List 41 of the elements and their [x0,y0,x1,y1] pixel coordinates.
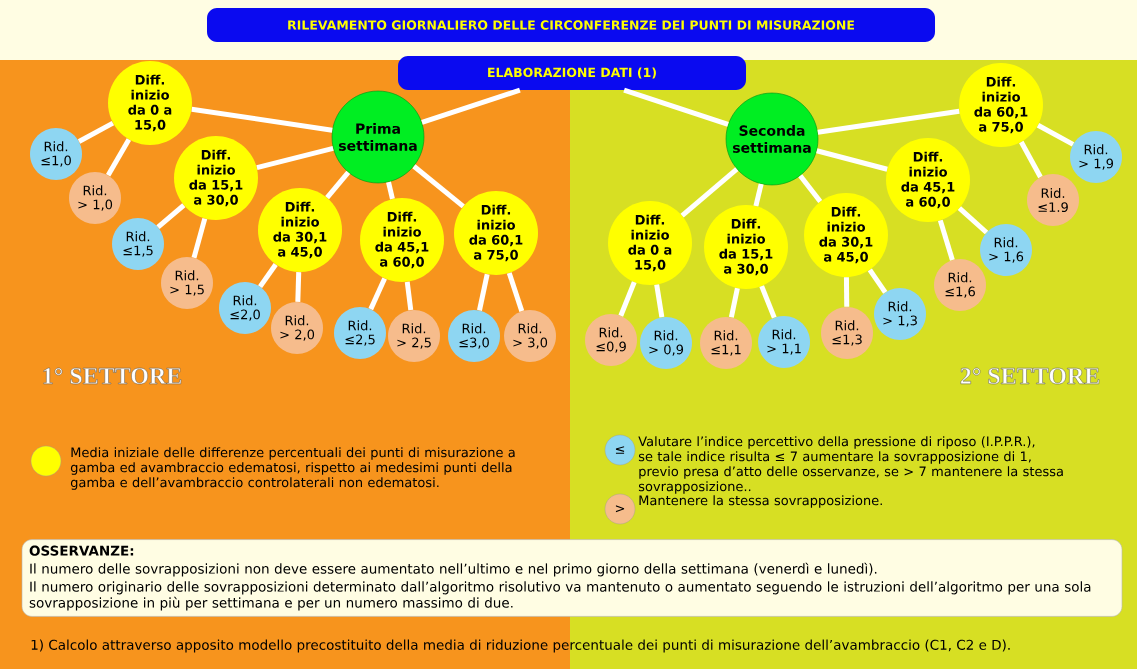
connector-line [728,287,740,318]
connector-line [957,206,989,235]
connector-line [817,108,960,135]
connector-line [506,272,525,312]
legend-text: Media iniziale delle differenze percentuali dei punti di misurazione a gamba ed avambraccio edematosi, rispetto ai medesimi punti della gamba e dell’avambraccio controlaterali non edematosi. [70,447,515,490]
notes-box: OSSERVANZE: Il numero delle sovrapposizioni non deve essere aumentato nell’ultimo e nel primo giorno della settimana (venerdì e lunedì). Il numero originario delle sovrapposizioni determinato dall’algoritmo risolutivo va mantenuto o aumentato seguendo le istruzioni dell’algoritmo per una sola sovrapposizione in più per settimana e per un numero massimo di due. [21,539,1123,617]
connector-line [618,281,637,317]
connector-line [680,167,739,218]
connector-line [256,145,334,171]
connector-line [191,218,208,259]
legend-text: Mantenere la stessa sovrapposizione. [639,495,882,508]
connector-line [156,203,186,229]
connector-line [843,277,850,307]
connector-line [937,219,955,261]
connector-line [477,273,490,311]
connector-line [1019,140,1043,179]
connector-line [295,272,302,302]
connector-line [654,284,665,318]
connector-line [816,148,888,172]
connector-line [867,268,888,294]
connector-line [798,174,823,204]
connector-line [77,120,115,144]
connector-line [412,164,465,209]
connector-line [753,183,764,207]
connector-line [191,106,333,133]
connector-line [258,263,278,289]
connector-line [368,277,387,311]
connector-line [325,170,351,200]
sector-heading: 2° SETTORE [960,367,1100,385]
connector-line [1036,123,1075,147]
connector-line [386,181,395,200]
header-box: ELABORAZIONE DATI (1) [398,56,746,90]
connector-line [421,87,521,125]
connector-line [623,87,729,127]
connector-line [404,281,414,311]
legend-text: Valutare l’indice percettivo della pressione di riposo (I.P.P.R.), se tale indice risulta ≤ 7 aumentare la sovrapposizione di 1, previo presa d’atto delle osservanze, se > 7 mantenere la stessa sovrapposizione.. [638,436,1063,494]
sector-heading: 1° SETTORE [43,367,182,385]
connector-line [105,138,132,177]
connector-line [759,285,777,319]
footnote: 1) Calcolo attraverso apposito modello precostituito della media di riduzione percentuale dei punti di misurazione dell’avambraccio (C1, C2 e D). [31,639,1010,653]
title-banner: RILEVAMENTO GIORNALIERO DELLE CIRCONFERENZE DEI PUNTI DI MISURAZIONE [207,8,935,42]
